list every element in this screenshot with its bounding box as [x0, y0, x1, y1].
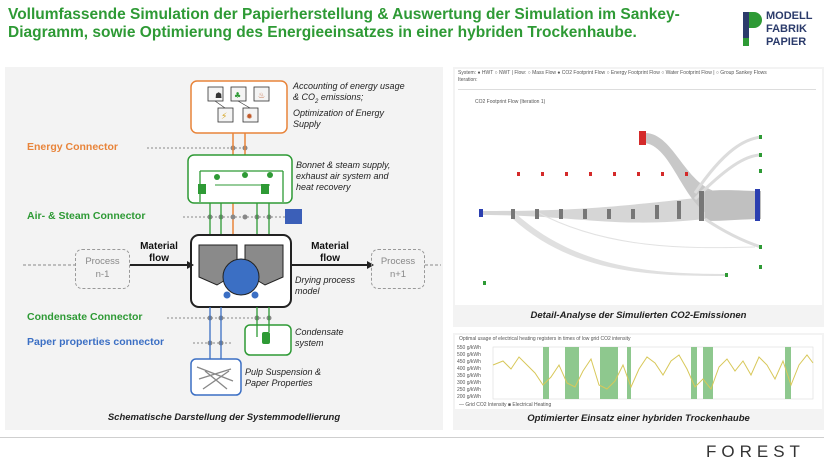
logo-word-3: PAPIER [766, 36, 807, 48]
iteration-slider[interactable] [458, 85, 816, 90]
sankey-chart-title: CO2 Footprint Flow (Iteration 1) [475, 99, 546, 105]
svg-text:⚡: ⚡ [221, 112, 227, 122]
y-tick-5: 300 g/kWh [457, 380, 481, 386]
sankey-diagram [479, 131, 762, 285]
y-tick-2: 450 g/kWh [457, 359, 481, 365]
timeseries-legend: — Grid CO2 Intensity ■ Electrical Heatin… [459, 402, 552, 408]
energy-connector-label: Energy Connector [27, 141, 119, 153]
energy-note: Accounting of energy usage & CO2 emissio… [293, 81, 405, 129]
modellfabrik-logo: MODELL FABRIK PAPIER [740, 6, 824, 54]
pulp-note: Pulp Suspension & Paper Properties [245, 367, 322, 388]
y-tick-7: 200 g/kWh [457, 394, 481, 400]
svg-text:☗: ☗ [215, 91, 222, 100]
timeseries-plot [492, 346, 814, 400]
timeseries-caption: Optimierter Einsatz einer hybriden Trock… [527, 413, 750, 424]
y-tick-0: 550 g/kWh [457, 345, 481, 351]
y-tick-4: 350 g/kWh [457, 373, 481, 379]
forest-logo: FOREST [706, 442, 805, 461]
drying-note: Drying process model [295, 275, 356, 296]
bonnet-note: Bonnet & steam supply, exhaust air syste… [296, 160, 391, 192]
left-caption: Schematische Darstellung der Systemmodel… [107, 412, 341, 423]
sankey-caption: Detail-Analyse der Simulierten CO2-Emiss… [530, 310, 747, 321]
footer-divider [0, 437, 824, 438]
svg-text:✹: ✹ [246, 112, 253, 121]
logo-mark-icon [743, 12, 762, 46]
logo-word-1: MODELL [766, 10, 813, 22]
title-line-1: Vollumfassende Simulation der Papierhers… [8, 6, 680, 23]
title-line-2: Diagramm, sowie Optimierung des Energiee… [8, 24, 637, 41]
timeseries-chart-area: Optimal usage of electrical heating regi… [455, 335, 822, 409]
sankey-chart-area: System: ● HWT ○ NWT | Flow: ○ Mass Flow … [455, 69, 822, 305]
condensate-note: Condensate system [295, 327, 344, 348]
y-tick-1: 500 g/kWh [457, 352, 481, 358]
iteration-label: Iteration: [458, 77, 478, 83]
pulp-box [190, 358, 242, 396]
sankey-toolbar[interactable]: System: ● HWT ○ NWT | Flow: ○ Mass Flow … [458, 70, 767, 76]
svg-text:♨: ♨ [258, 91, 265, 100]
sankey-panel: System: ● HWT ○ NWT | Flow: ○ Mass Flow … [453, 67, 824, 327]
logo-word-2: FABRIK [766, 23, 807, 35]
condensate-connector-label: Condensate Connector [27, 311, 143, 323]
timeseries-panel: Optimal usage of electrical heating regi… [453, 333, 824, 430]
page-title: Vollumfassende Simulation der Papierhers… [8, 6, 728, 42]
bonnet-box [187, 154, 293, 204]
system-model-panel: ☗ ♣ ♨ ⚡ ✹ [5, 67, 443, 430]
system-diagram: ☗ ♣ ♨ ⚡ ✹ [23, 80, 441, 396]
air-steam-connector-label: Air- & Steam Connector [27, 210, 146, 222]
timeseries-chart-title: Optimal usage of electrical heating regi… [459, 336, 631, 342]
y-tick-6: 250 g/kWh [457, 387, 481, 393]
paper-properties-connector-label: Paper properties connector [27, 336, 165, 348]
svg-text:♣: ♣ [234, 91, 241, 100]
y-tick-3: 400 g/kWh [457, 366, 481, 372]
